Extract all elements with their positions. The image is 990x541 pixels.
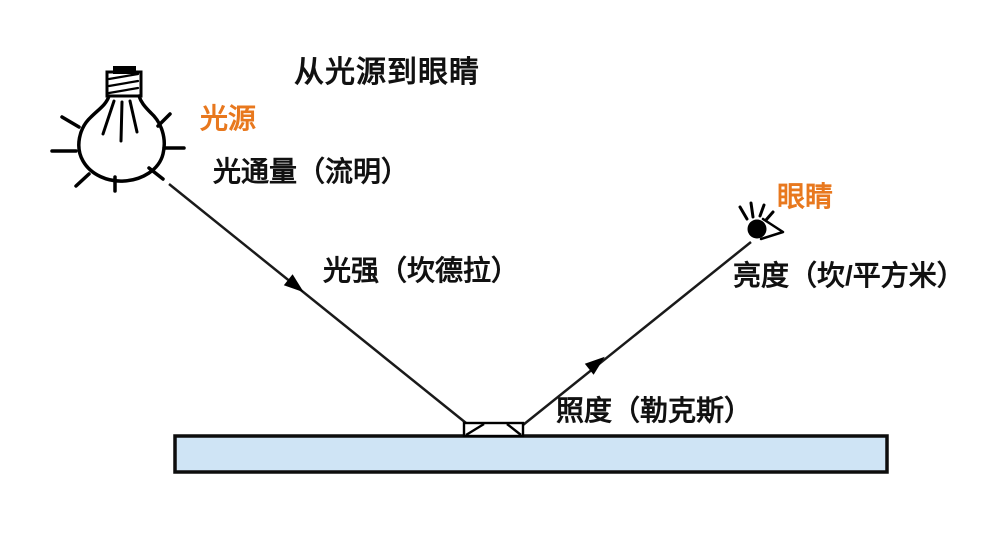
label-eye: 眼睛 xyxy=(777,181,834,212)
illuminance-luminance-arrow xyxy=(522,241,752,426)
light-rays xyxy=(50,112,186,193)
light-bulb-icon xyxy=(50,66,186,193)
label-light-source: 光源 xyxy=(200,103,257,134)
label-illuminance: 照度（勒克斯） xyxy=(556,395,753,426)
light-patch xyxy=(462,421,525,438)
label-luminous-intensity: 光强（坎德拉） xyxy=(323,255,520,286)
surface-plane xyxy=(173,434,889,474)
label-luminance: 亮度（坎/平方米） xyxy=(733,260,965,291)
diagram-title: 从光源到眼睛 xyxy=(294,56,480,89)
eye-icon xyxy=(738,201,785,241)
flux-intensity-arrow xyxy=(168,183,467,424)
label-luminous-flux: 光通量（流明） xyxy=(213,156,410,187)
